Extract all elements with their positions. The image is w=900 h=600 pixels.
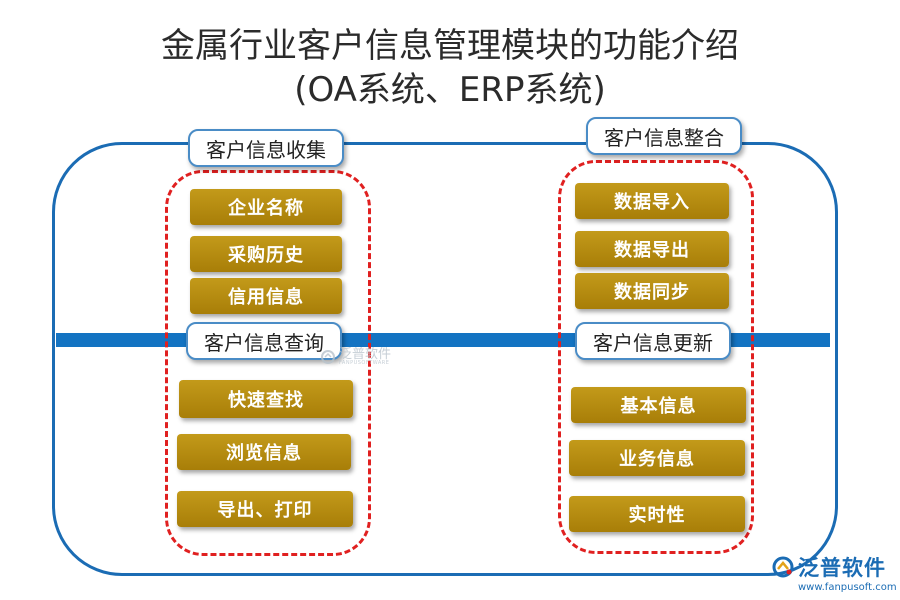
- section-label-collect: 客户信息收集: [188, 129, 344, 167]
- feature-box: 采购历史: [190, 236, 342, 272]
- feature-box: 浏览信息: [177, 434, 351, 470]
- diagram-title: 金属行业客户信息管理模块的功能介绍: [161, 26, 739, 66]
- diagram-subtitle: (OA系统、ERP系统): [294, 70, 606, 110]
- feature-box: 业务信息: [569, 440, 745, 476]
- feature-box: 基本信息: [571, 387, 746, 423]
- feature-box: 导出、打印: [177, 491, 353, 527]
- right-group-outline: [558, 160, 754, 554]
- brand-logo-icon: [772, 556, 794, 578]
- feature-box: 企业名称: [190, 189, 342, 225]
- feature-box: 信用信息: [190, 278, 342, 314]
- feature-box: 数据导入: [575, 183, 729, 219]
- brand-name: 泛普软件: [798, 556, 886, 580]
- section-label-update: 客户信息更新: [575, 322, 731, 360]
- feature-box: 数据同步: [575, 273, 729, 309]
- outer-frame: [52, 142, 838, 576]
- watermark-logo-icon: [321, 350, 335, 364]
- watermark-subtext: FANPUSOFTWARE: [339, 360, 390, 366]
- section-label-integrate: 客户信息整合: [586, 117, 742, 155]
- watermark-text: 泛普软件: [339, 347, 392, 362]
- brand-url: www.fanpusoft.com: [798, 582, 897, 593]
- feature-box: 快速查找: [179, 380, 353, 418]
- brand-logo: 泛普软件: [772, 552, 886, 582]
- left-group-outline: [165, 170, 371, 556]
- section-label-query: 客户信息查询: [186, 322, 342, 360]
- feature-box: 数据导出: [575, 231, 729, 267]
- watermark: 泛普软件 FANPUSOFTWARE: [320, 348, 391, 366]
- feature-box: 实时性: [569, 496, 745, 532]
